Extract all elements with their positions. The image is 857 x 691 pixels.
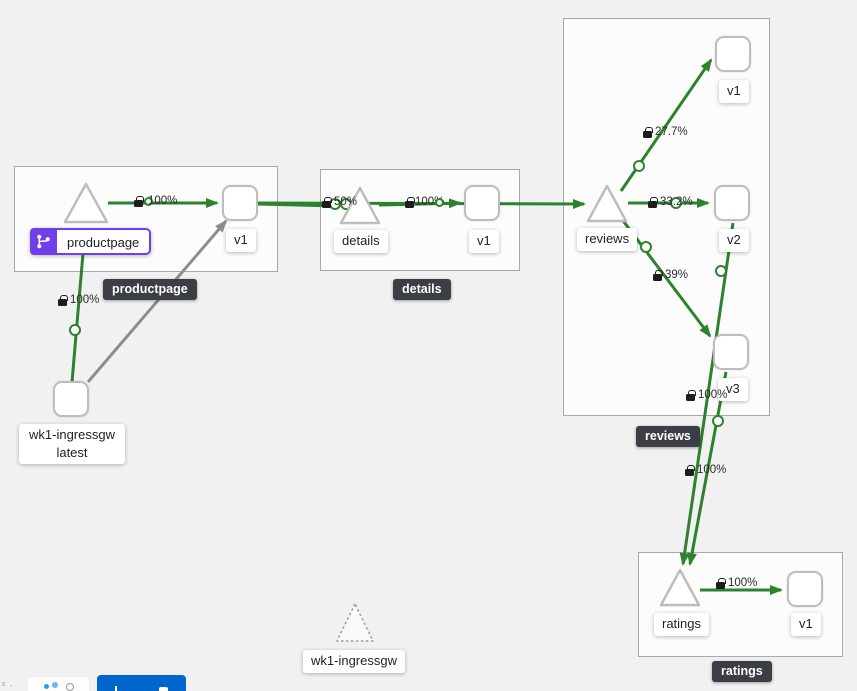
service-node-idle-ingressgw[interactable]: [336, 603, 374, 642]
edge-label-reviews-v3: 39%: [653, 269, 688, 281]
edge-ingress-to-productpagev1-idle[interactable]: [86, 219, 228, 383]
service-node-details[interactable]: [339, 186, 381, 225]
mtls-lock-icon: [648, 196, 658, 208]
edge-label-reviewsv2-ratings: 100%: [686, 389, 727, 401]
mini-graph-icon: [43, 682, 60, 690]
node-label-reviews-v3: v3: [718, 378, 748, 401]
node-label-reviews-v2: v2: [719, 229, 749, 252]
virtualservice-icon: [30, 228, 57, 255]
group-badge-details: details: [393, 279, 451, 300]
node-label-details: details: [334, 230, 388, 253]
mtls-lock-icon: [716, 577, 726, 589]
node-label-reviews: reviews: [577, 228, 638, 251]
edge-reviewsv3-to-ratings[interactable]: [687, 371, 728, 566]
workload-node-reviews-v2[interactable]: [714, 185, 750, 221]
zoom-controls-fragment[interactable]: ² ·: [2, 680, 14, 690]
traffic-circle-icon: [144, 196, 153, 206]
edge-label-details-v1: 100%: [405, 196, 445, 208]
service-node-productpage[interactable]: [63, 182, 109, 224]
node-label-text: productpage: [57, 228, 152, 255]
edge-label-productpagev1-details: 50%: [322, 196, 357, 208]
button-glyph-fragment: [115, 686, 117, 691]
workload-node-reviews-v1[interactable]: [715, 36, 751, 72]
edge-label-ratings-v1: 100%: [716, 577, 757, 589]
service-node-ratings[interactable]: [659, 568, 701, 607]
ingressgw-version: latest: [56, 444, 88, 460]
mtls-lock-icon: [134, 195, 144, 207]
help-ring-icon: [65, 683, 74, 691]
edge-label-productpage-v1: 100%: [134, 195, 177, 207]
button-glyph-fragment: [159, 687, 168, 691]
legend-button-fragment[interactable]: [97, 675, 186, 691]
workload-node-reviews-v3[interactable]: [713, 334, 749, 370]
node-label-productpage[interactable]: productpage: [30, 228, 152, 255]
edge-reviewsv2-to-ratings[interactable]: [679, 222, 735, 566]
edge-label-reviewsv3-ratings: 100%: [685, 464, 726, 476]
healthy-edges: [70, 58, 783, 595]
mtls-lock-icon: [653, 269, 663, 281]
mtls-lock-icon: [58, 294, 68, 306]
mtls-lock-icon: [685, 464, 695, 476]
workload-node-ingressgw[interactable]: [53, 381, 89, 417]
group-badge-productpage: productpage: [103, 279, 197, 300]
node-label-reviews-v1: v1: [719, 80, 749, 103]
node-label-ratings-v1: v1: [791, 613, 821, 636]
traffic-circle-icon: [435, 197, 445, 207]
node-label-ratings: ratings: [654, 613, 710, 636]
mtls-lock-icon: [322, 196, 332, 208]
node-label-ingressgw: wk1-ingressgw latest: [19, 424, 125, 465]
group-badge-ratings: ratings: [712, 661, 772, 682]
mtls-lock-icon: [643, 126, 653, 138]
workload-node-details-v1[interactable]: [464, 185, 500, 221]
workload-node-ratings-v1[interactable]: [787, 571, 823, 607]
graph-tour-button-fragment[interactable]: [28, 677, 89, 691]
mtls-lock-icon: [405, 196, 415, 208]
node-label-idle-ingressgw: wk1-ingressgw: [303, 650, 405, 673]
mtls-lock-icon: [686, 389, 696, 401]
edge-label-reviews-v2: 33.2%: [648, 196, 693, 208]
edge-label-ingress-productpage: 100%: [58, 294, 99, 306]
edge-ingress-to-productpage[interactable]: [70, 228, 90, 383]
edge-details-to-v1[interactable]: [378, 198, 462, 209]
edge-traffic-circles: [69, 160, 727, 427]
workload-node-productpage-v1[interactable]: [222, 185, 258, 221]
edge-label-reviews-v1: 27.7%: [643, 126, 688, 138]
node-label-productpage-v1: v1: [226, 229, 256, 252]
ingressgw-name: wk1-ingressgw: [29, 427, 115, 442]
node-label-details-v1: v1: [469, 230, 499, 253]
service-node-reviews[interactable]: [586, 184, 628, 223]
group-badge-reviews: reviews: [636, 426, 700, 447]
